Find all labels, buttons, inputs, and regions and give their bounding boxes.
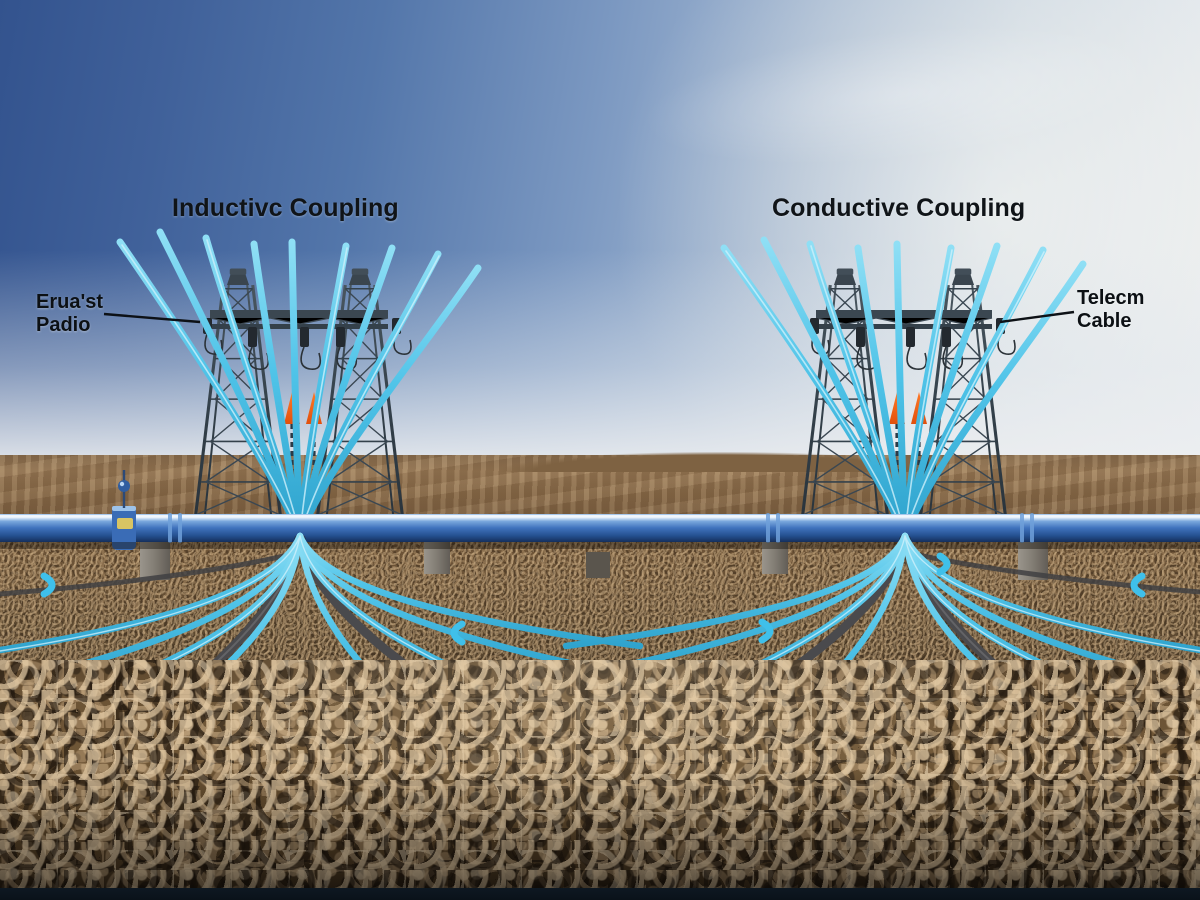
distant-ridge [500,452,940,472]
callout-left-line1: Erua'st [36,291,104,313]
callout-left-line2: Padio [36,314,91,337]
field-lines-left-upper [116,228,482,538]
pipeline-valve [112,470,136,550]
callout-right-line1: Telecm [1077,287,1145,309]
flow-chevron-right-inner [758,618,774,644]
pipeline-weld-rings [168,513,1034,543]
tower-right-pair [801,266,1016,517]
pipeline-supports [140,536,1048,580]
leader-line-right [999,310,1075,324]
callout-right: Telecm Cable [1077,287,1144,334]
tower-left-pair [194,266,412,517]
title-conductive-coupling: Conductive Coupling [772,194,1026,222]
callout-right-line2: Cable [1077,310,1132,333]
pipeline-body [0,514,1200,542]
foreground-gravel-bed [0,660,1200,900]
flow-chevron-left-outer [40,572,56,598]
flow-chevron-left-inner [450,620,466,646]
title-inductive-coupling: Inductivc Coupling [172,194,399,222]
valve-tag [117,518,133,529]
bottom-edge [0,888,1200,900]
flow-direction-chevrons [40,552,1146,646]
leader-line-left [103,312,201,324]
flow-chevron-right-near [936,552,951,576]
tower-right-crossarm [810,310,1016,370]
tower-left-crossarm [203,310,412,370]
callout-left: Erua'st Padio [36,291,103,338]
flow-chevron-right-outer [1130,572,1146,598]
field-lines-right-upper [720,236,1087,538]
gravel-shading [0,660,1200,900]
